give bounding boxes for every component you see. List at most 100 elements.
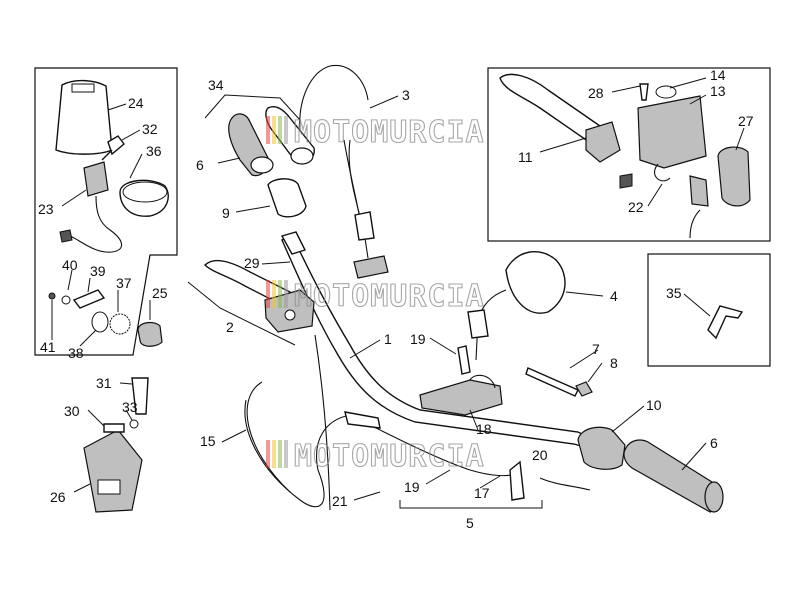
callout-10: 10	[646, 397, 662, 413]
callout-39: 39	[90, 263, 106, 279]
washer-33	[129, 419, 139, 429]
cable-ferrule	[344, 411, 381, 429]
callout-11: 11	[518, 149, 533, 165]
watermark-stripe-yellow	[272, 280, 276, 308]
watermark-stripe-red	[266, 116, 270, 144]
master-cylinder	[637, 95, 707, 169]
throttle-cable	[244, 399, 351, 508]
callout-19-bottom: 19	[404, 479, 420, 495]
cable-end-20	[539, 477, 591, 491]
key	[101, 135, 125, 161]
spring-22	[653, 163, 671, 182]
hose-27	[689, 209, 701, 239]
watermark-text: MOTOMURCIA	[294, 439, 485, 474]
brake-perch	[585, 121, 621, 163]
bolt-31	[131, 377, 149, 415]
right-grip-end	[704, 481, 724, 513]
watermark-text: MOTOMURCIA	[294, 115, 485, 150]
clamp-hole	[469, 374, 496, 389]
wire-plug	[59, 229, 73, 243]
callout-36: 36	[146, 143, 162, 159]
callout-28: 28	[588, 85, 604, 101]
mirror-adjuster	[354, 211, 375, 241]
callout-6-right: 6	[710, 435, 718, 451]
callout-22: 22	[628, 199, 644, 215]
watermark-stripe-red	[266, 440, 270, 468]
clip-35	[707, 305, 744, 340]
ignition-wire	[69, 195, 123, 253]
ignition-switch	[83, 161, 109, 197]
bracket-2	[187, 281, 296, 346]
switch-housing	[267, 178, 307, 218]
callout-31: 31	[96, 375, 112, 391]
watermark-top: MOTOMURCIA	[266, 114, 485, 151]
callout-24: 24	[128, 95, 144, 111]
callout-3: 3	[402, 87, 410, 103]
callout-33: 33	[122, 399, 138, 415]
callout-8: 8	[610, 355, 618, 371]
watermark-stripe-red	[266, 280, 270, 308]
watermark-bottom: MOTOMURCIA	[266, 438, 485, 475]
callout-26: 26	[50, 489, 66, 505]
handlebar-left-end	[280, 231, 306, 255]
choke-lever	[509, 460, 525, 501]
callout-15: 15	[200, 433, 216, 449]
callout-6-left: 6	[196, 157, 204, 173]
bracket-lower	[353, 255, 389, 279]
callout-21: 21	[332, 493, 348, 509]
callout-35: 35	[666, 285, 682, 301]
leader-lines	[51, 77, 745, 501]
callout-2: 2	[226, 319, 234, 335]
ring-38	[91, 311, 109, 333]
watermark-middle: MOTOMURCIA	[266, 278, 485, 315]
ignition-kit-box	[34, 67, 178, 356]
plate-26	[83, 429, 143, 513]
callout-29: 29	[244, 255, 260, 271]
watermark-text: MOTOMURCIA	[294, 279, 485, 314]
callout-38: 38	[68, 345, 84, 361]
callout-7: 7	[592, 341, 600, 357]
watermark-stripe-yellow	[272, 116, 276, 144]
master-cylinder-box	[487, 67, 771, 242]
bolt-7	[525, 367, 579, 397]
plate-39	[72, 289, 106, 309]
long-cable-left	[314, 334, 331, 511]
washer-40	[61, 295, 71, 305]
watermark-stripe-grey	[284, 440, 288, 468]
callout-14: 14	[710, 67, 726, 83]
cover-27	[717, 146, 751, 207]
left-grip-front-end	[290, 147, 314, 165]
callout-34: 34	[208, 77, 224, 93]
callout-41: 41	[40, 339, 56, 355]
kit-bag-logo	[71, 83, 95, 93]
callout-13: 13	[710, 83, 726, 99]
callout-9: 9	[222, 205, 230, 221]
screw-41	[48, 292, 56, 300]
right-mirror-adjuster	[467, 309, 489, 339]
callout-19-top: 19	[410, 331, 426, 347]
switch-22	[689, 175, 709, 207]
callout-17: 17	[474, 485, 490, 501]
watermark-stripe-green	[278, 116, 282, 144]
right-mirror-head	[505, 251, 566, 314]
cap-25	[137, 321, 163, 347]
reservoir-cap	[655, 85, 677, 99]
plate-slot	[97, 479, 121, 495]
callout-27: 27	[738, 113, 754, 129]
callout-25: 25	[152, 285, 168, 301]
callout-37: 37	[116, 275, 132, 291]
watermark-stripe-green	[278, 440, 282, 468]
bracket-5	[399, 500, 543, 509]
callout-40: 40	[62, 257, 78, 273]
callout-4: 4	[610, 288, 618, 304]
bracket-34	[204, 94, 301, 121]
callout-1: 1	[384, 331, 392, 347]
throttle-cable-2	[246, 381, 291, 493]
choke-cable	[359, 419, 521, 477]
watermark-stripe-yellow	[272, 440, 276, 468]
callout-23: 23	[38, 201, 54, 217]
watermark-stripe-green	[278, 280, 282, 308]
screw-30	[103, 423, 125, 433]
